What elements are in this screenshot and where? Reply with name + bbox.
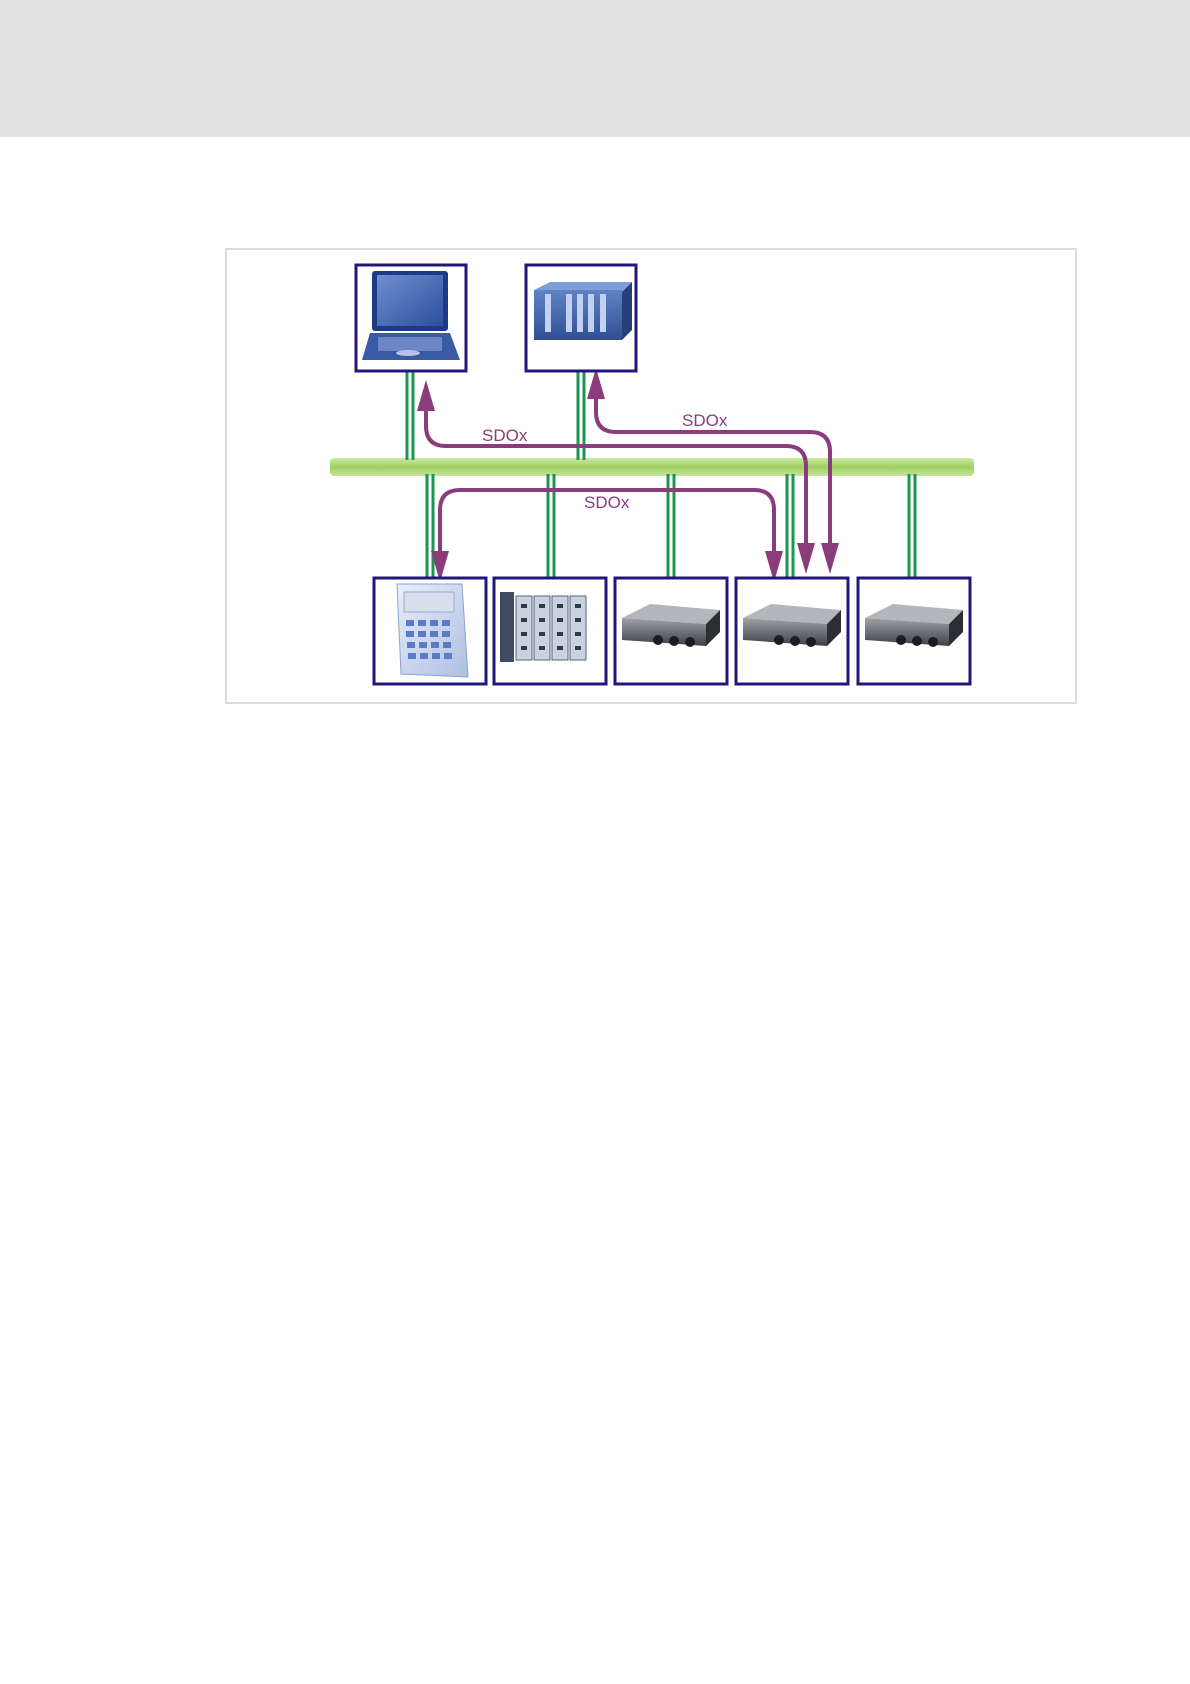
fieldbus-line: [330, 458, 974, 476]
arrowhead-down-drive-a: [797, 543, 815, 574]
laptop-icon: [362, 271, 460, 360]
io-module-node: [494, 578, 606, 684]
laptop-node: [356, 265, 466, 371]
arrowhead-up-laptop: [417, 380, 435, 411]
sdo-label-2: SDOx: [682, 411, 728, 430]
operator-panel-icon: [397, 584, 468, 677]
arrowhead-down-drive-b: [821, 543, 839, 574]
io-module-icon: [500, 592, 586, 662]
drive-node-2: [736, 578, 848, 684]
drive-node-3: [858, 578, 970, 684]
sdo-label-3: SDOx: [584, 493, 630, 512]
plc-node: [526, 265, 636, 371]
sdo-label-1: SDOx: [482, 426, 528, 445]
arrowhead-up-plc: [587, 368, 605, 399]
plc-rack-icon: [534, 282, 632, 340]
drive-node-1: [615, 578, 727, 684]
operator-panel-node: [374, 578, 486, 684]
